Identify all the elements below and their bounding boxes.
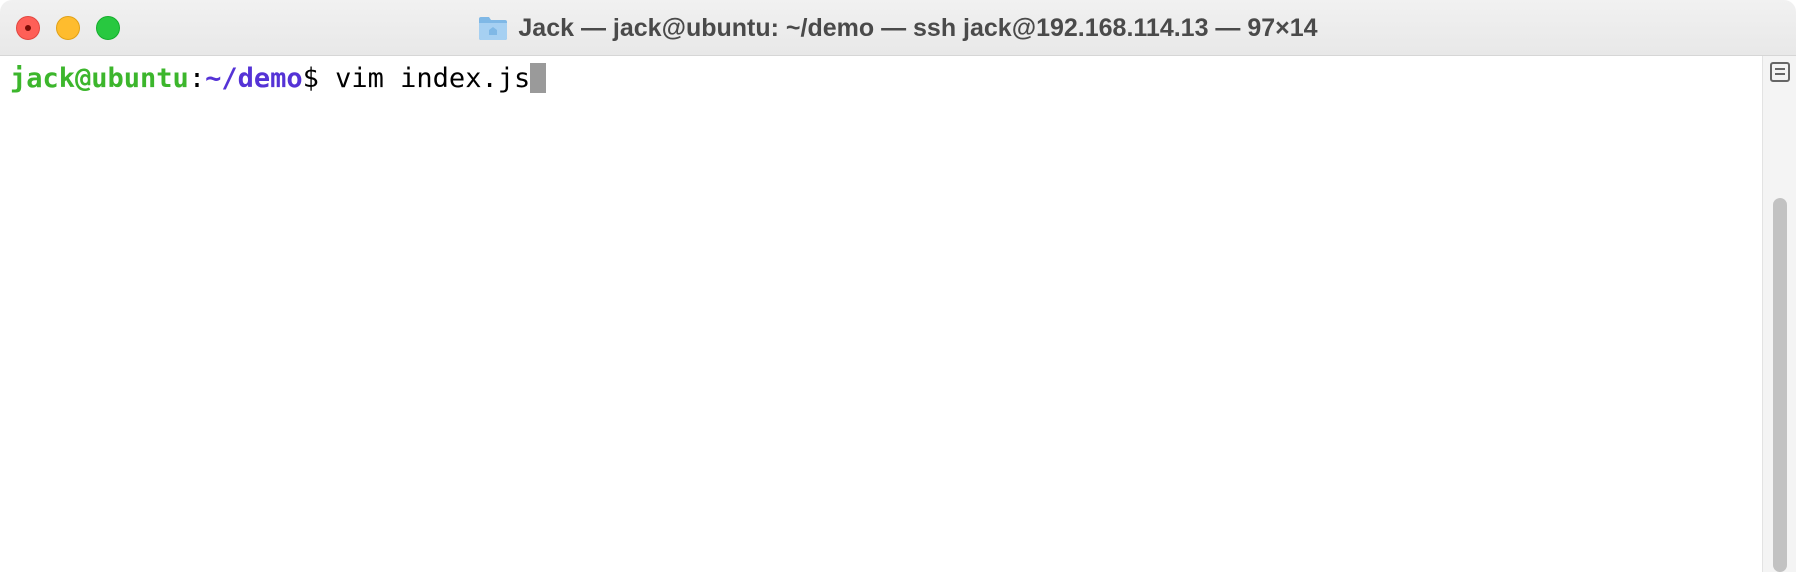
folder-icon xyxy=(478,15,508,41)
command-text: vim index.js xyxy=(318,63,531,94)
zoom-button[interactable] xyxy=(96,16,120,40)
close-button[interactable] xyxy=(16,16,40,40)
terminal-content[interactable]: jack@ubuntu:~/demo$ vim index.js xyxy=(0,56,1762,572)
window-title: Jack — jack@ubuntu: ~/demo — ssh jack@19… xyxy=(518,13,1318,42)
terminal-line: jack@ubuntu:~/demo$ vim index.js xyxy=(10,62,547,96)
prompt-path: ~/demo xyxy=(205,63,303,94)
close-dot-icon xyxy=(25,25,31,31)
prompt-colon: : xyxy=(188,63,206,94)
split-pane-bar-top xyxy=(1775,68,1785,70)
minimize-button[interactable] xyxy=(56,16,80,40)
scrollbar-thumb[interactable] xyxy=(1773,198,1787,572)
text-cursor xyxy=(530,63,547,93)
title-bar[interactable]: Jack — jack@ubuntu: ~/demo — ssh jack@19… xyxy=(0,0,1796,56)
prompt-symbol: $ xyxy=(302,63,319,94)
split-pane-icon[interactable] xyxy=(1770,62,1790,82)
split-pane-bar-bottom xyxy=(1775,73,1785,75)
prompt-user-host: jack@ubuntu xyxy=(10,63,189,94)
scrollbar-track[interactable] xyxy=(1762,56,1796,572)
window-title-container: Jack — jack@ubuntu: ~/demo — ssh jack@19… xyxy=(0,0,1796,56)
